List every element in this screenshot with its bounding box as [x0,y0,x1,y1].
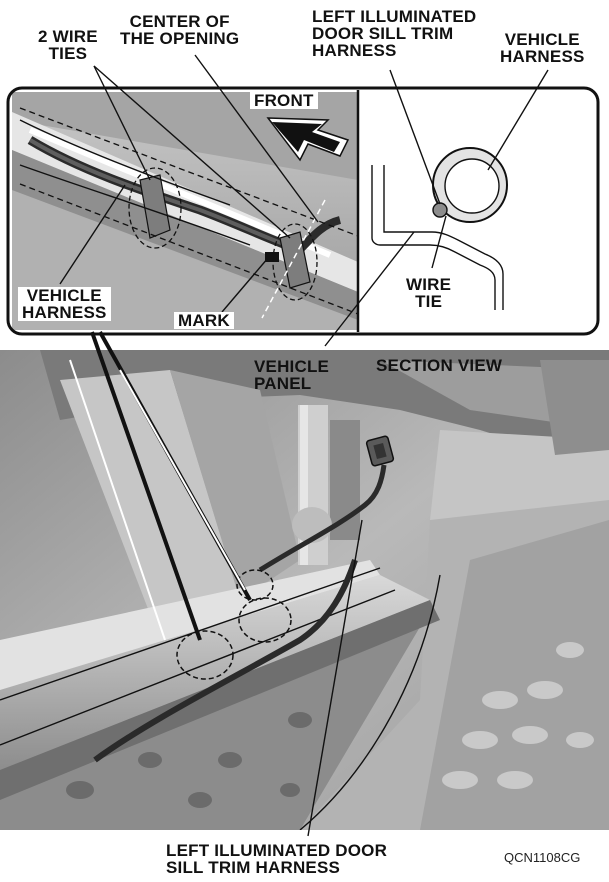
label-mark: MARK [174,312,234,329]
section-view [358,92,596,330]
label-front: FRONT [250,92,318,109]
label-section-view: SECTION VIEW [376,356,503,375]
figure-code: QCN1108CG [504,850,581,865]
inset-frame [6,86,600,336]
leader-lines [59,54,549,837]
main-photo [0,350,609,830]
detail-inset [12,92,358,330]
